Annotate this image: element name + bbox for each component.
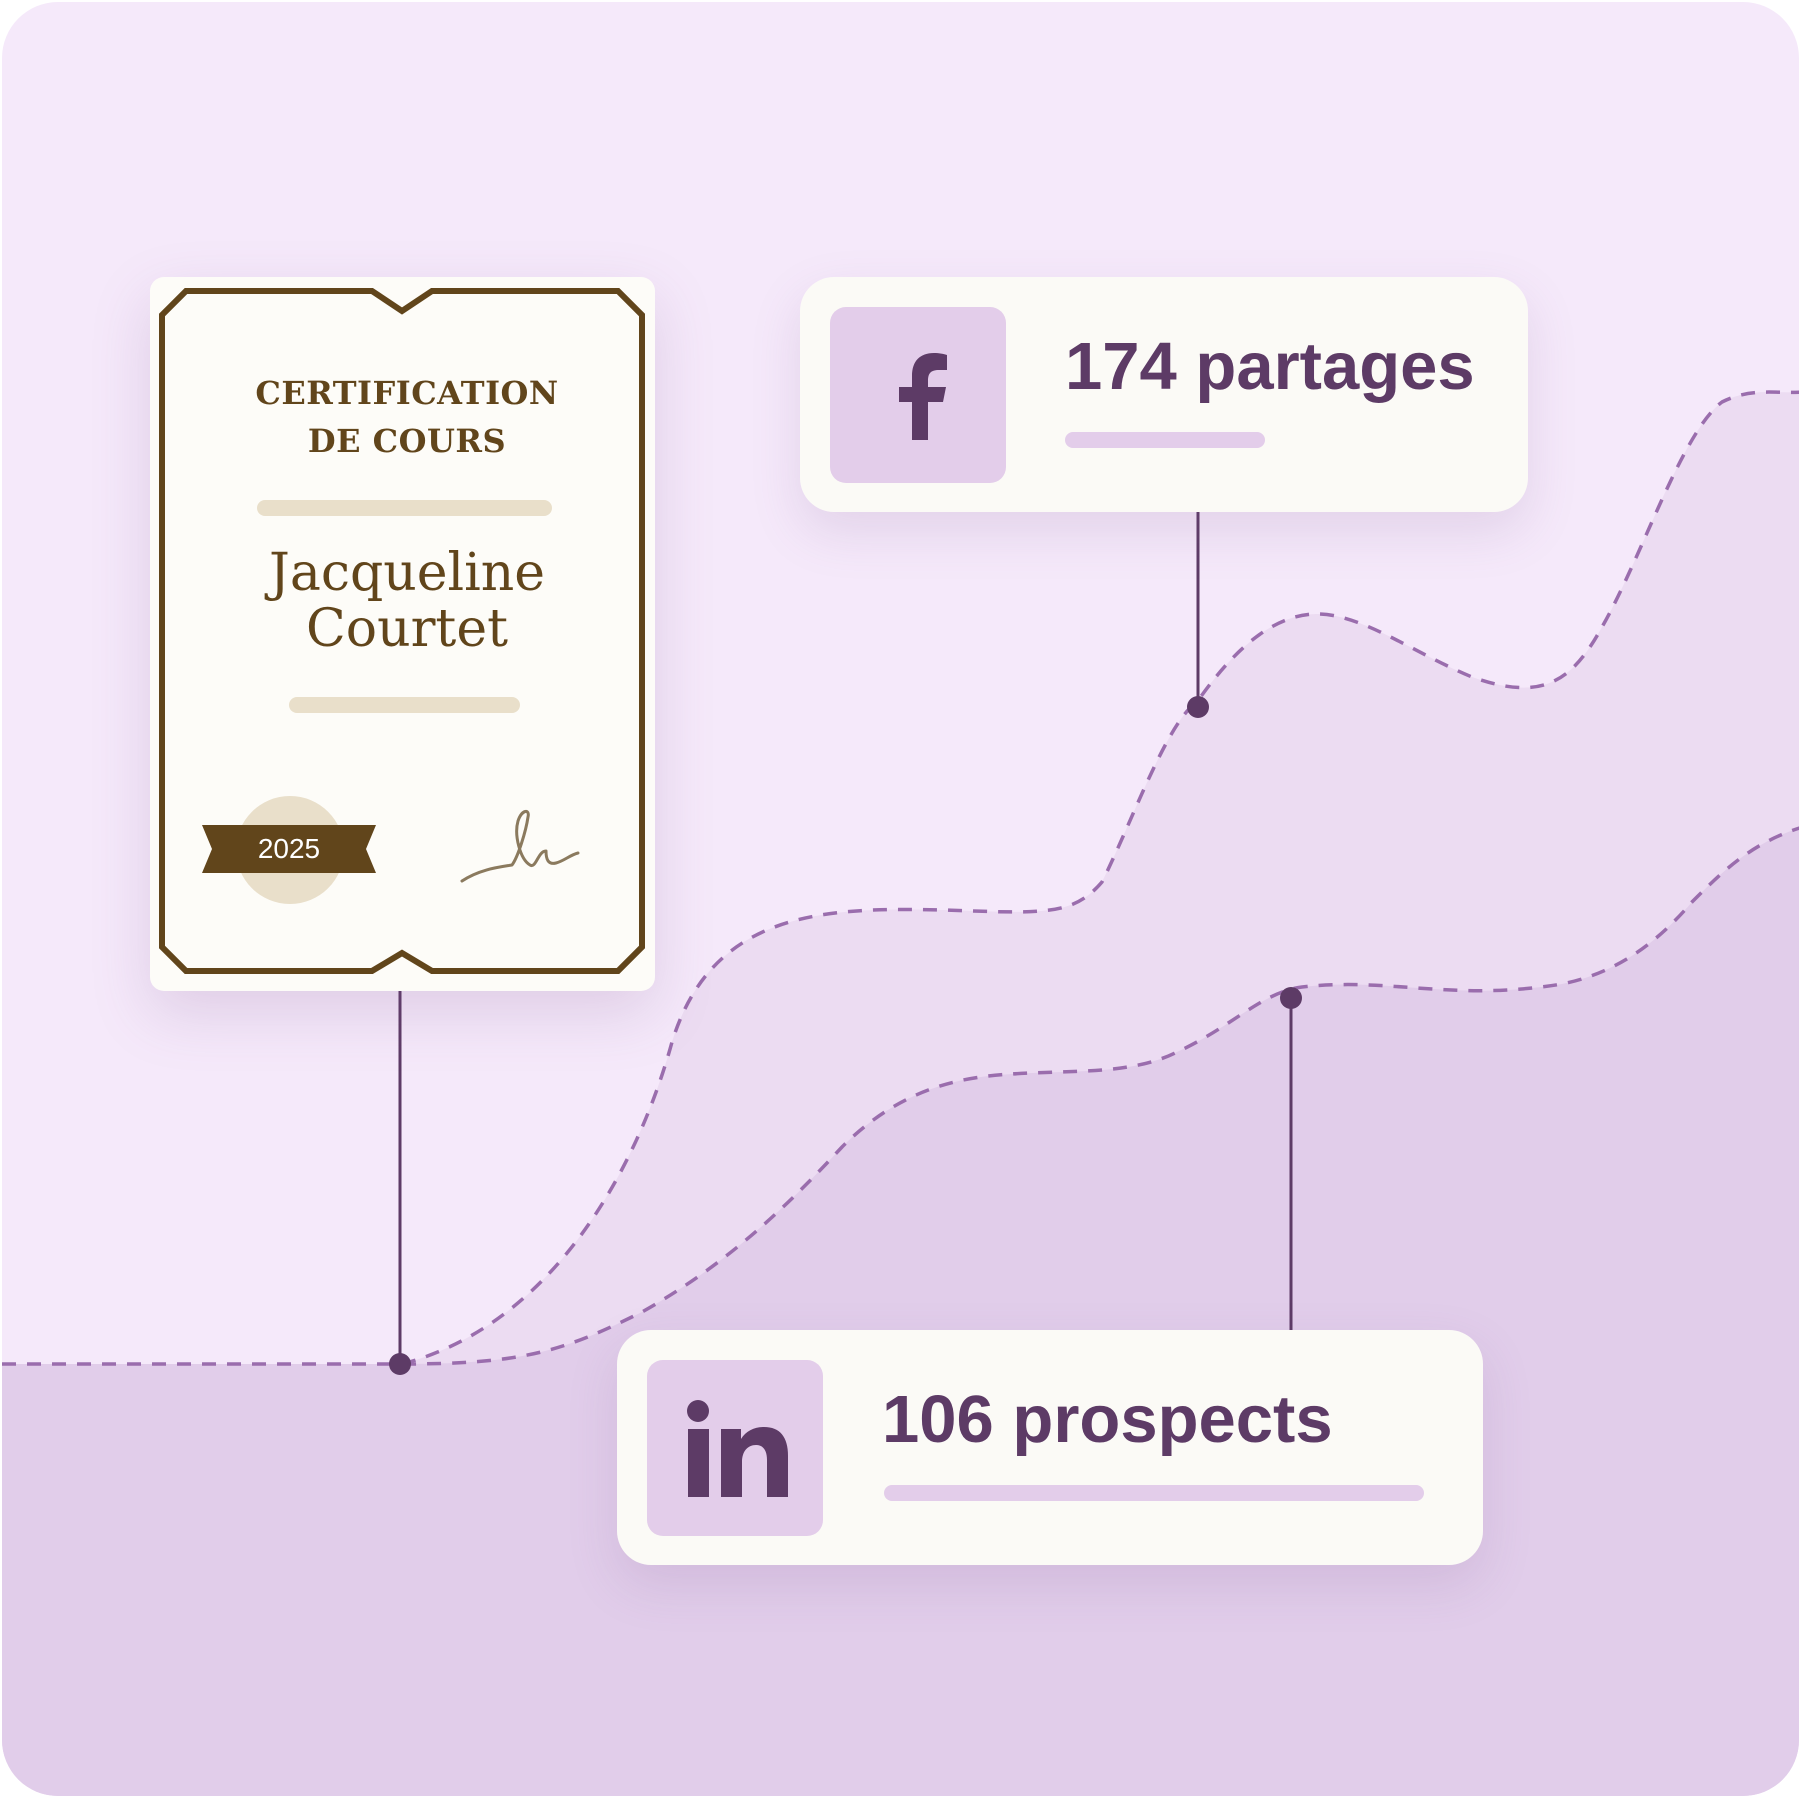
certificate-divider-top bbox=[257, 500, 552, 516]
certificate-title-line-1: CERTIFICATION bbox=[255, 374, 559, 412]
linkedin-stat-bar bbox=[884, 1485, 1424, 1501]
recipient-last-name: Courtet bbox=[305, 599, 508, 659]
certificate-year: 2025 bbox=[257, 833, 321, 864]
facebook-icon bbox=[830, 307, 1006, 483]
linkedin-connector-dot bbox=[1280, 987, 1302, 1009]
facebook-connector-dot bbox=[1187, 696, 1209, 718]
certificate-title: CERTIFICATION DE COURS bbox=[150, 369, 664, 465]
course-certificate: CERTIFICATION DE COURS Jacqueline Courte… bbox=[150, 277, 655, 991]
facebook-shares-count: 174 partages bbox=[1065, 329, 1475, 404]
certificate-divider-bottom bbox=[289, 697, 520, 713]
certificate-frame bbox=[159, 288, 645, 974]
recipient-first-name: Jacqueline bbox=[268, 543, 546, 603]
lower-dashed-line bbox=[2, 826, 1799, 1366]
linkedin-stat-card: 106 prospects bbox=[617, 1330, 1483, 1565]
certificate-recipient-name: Jacqueline Courtet bbox=[150, 545, 664, 657]
certificate-connector-dot bbox=[389, 1353, 411, 1375]
facebook-stat-bar bbox=[1065, 432, 1265, 448]
facebook-stat-card: 174 partages bbox=[800, 277, 1528, 512]
upper-dashed-line bbox=[401, 390, 1799, 1366]
certificate-title-line-2: DE COURS bbox=[307, 422, 507, 460]
signature-icon bbox=[460, 810, 580, 883]
year-ribbon bbox=[202, 825, 376, 873]
linkedin-prospects-count: 106 prospects bbox=[882, 1382, 1333, 1457]
linkedin-icon bbox=[647, 1360, 823, 1536]
